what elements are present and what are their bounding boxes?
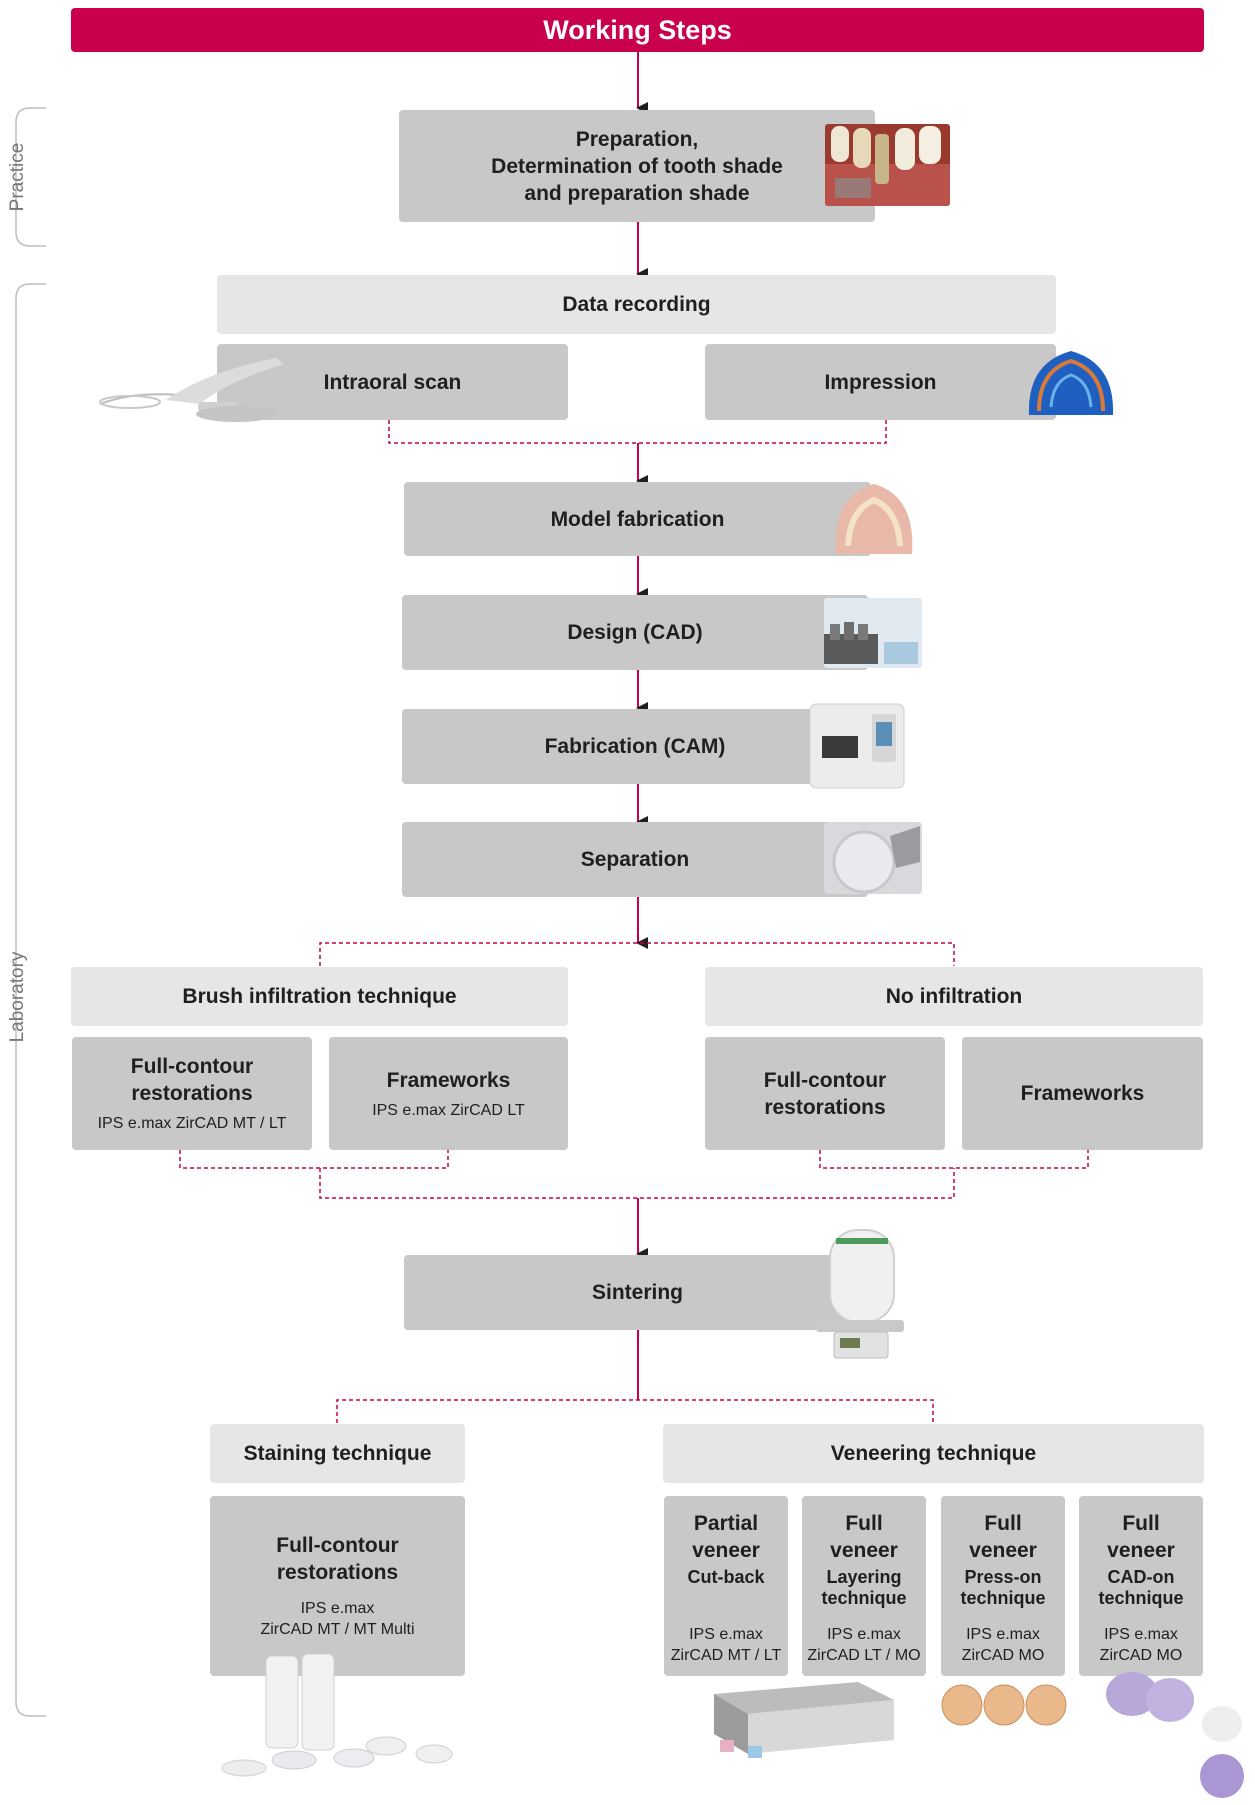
staining-material-line-1: IPS e.max	[300, 1600, 375, 1617]
none-full-contour: Full-contour restorations	[705, 1037, 945, 1150]
dashed-split-finishing	[336, 1399, 934, 1423]
separation-label: Separation	[580, 848, 690, 871]
page-title: Working Steps	[71, 8, 1204, 52]
veneering-technique-header: Veneering technique	[663, 1424, 1204, 1483]
veneer-option-method: technique	[821, 1588, 907, 1608]
fabrication-cam-label: Fabrication (CAM)	[544, 735, 726, 758]
brush-infiltration-label: Brush infiltration technique	[182, 985, 457, 1008]
step-separation: Separation	[402, 822, 868, 897]
veneer-option-material: ZirCAD MO	[961, 1647, 1045, 1664]
veneer-option-title: Full	[984, 1512, 1022, 1535]
veneer-option-material: ZirCAD LT / MO	[807, 1647, 921, 1664]
step-design-cad: Design (CAD)	[402, 595, 868, 670]
veneer-option-title: veneer	[969, 1539, 1037, 1562]
impression-label: Impression	[824, 370, 937, 394]
veneer-option-method: Cut-back	[687, 1567, 765, 1587]
veneer-option-title: Full	[845, 1512, 883, 1535]
preparation-line-2: Determination of tooth shade	[491, 154, 783, 178]
staining-material-line-2: ZirCAD MT / MT Multi	[260, 1621, 415, 1638]
separation-photo-icon	[824, 822, 922, 894]
data-recording-label: Data recording	[562, 293, 711, 316]
dashed-merge-data	[388, 420, 887, 444]
no-infiltration-label: No infiltration	[885, 985, 1023, 1008]
step-model-fabrication: Model fabrication	[404, 482, 871, 556]
staining-full-contour-line-1: Full-contour	[276, 1534, 399, 1557]
brush-full-contour-line-1: Full-contour	[130, 1055, 254, 1078]
dental-model-icon	[835, 484, 913, 554]
step-data-recording: Data recording	[217, 275, 1056, 334]
dashed-split-infiltration	[319, 942, 955, 966]
preparation-line-1: Preparation,	[575, 127, 699, 151]
milling-machine-icon	[809, 703, 905, 789]
dashed-merge-infiltration	[319, 1168, 955, 1199]
staining-full-contour: Full-contour restorations IPS e.max ZirC…	[210, 1496, 465, 1676]
veneer-option-material: IPS e.max	[1104, 1626, 1178, 1643]
staining-technique-label: Staining technique	[243, 1442, 432, 1465]
press-ingots-icon	[941, 1684, 1067, 1726]
design-cad-label: Design (CAD)	[567, 621, 703, 644]
brush-full-contour-line-2: restorations	[131, 1082, 253, 1105]
veneer-option-method: CAD-on	[1107, 1567, 1175, 1587]
intraoral-scanner-icon	[99, 358, 284, 422]
sintering-furnace-icon	[816, 1229, 904, 1359]
veneer-option-title: veneer	[1107, 1539, 1175, 1562]
step-intraoral-scan: Intraoral scan	[217, 344, 568, 420]
staining-technique-header: Staining technique	[210, 1424, 465, 1483]
veneer-option-title: Partial	[693, 1512, 759, 1535]
stain-jars-icon	[221, 1653, 453, 1777]
veneer-option-method: Press-on	[964, 1567, 1042, 1587]
sintering-label: Sintering	[591, 1281, 683, 1304]
step-sintering: Sintering	[404, 1255, 871, 1330]
veneering-technique-label: Veneering technique	[830, 1442, 1037, 1465]
veneer-option-material: ZirCAD MT / LT	[670, 1647, 782, 1664]
intraoral-scan-label: Intraoral scan	[323, 370, 462, 394]
none-frameworks: Frameworks	[962, 1037, 1203, 1150]
preparation-line-3: and preparation shade	[524, 181, 750, 205]
section-brackets	[15, 107, 46, 1717]
dashed-merge-none	[819, 1150, 1089, 1169]
none-frameworks-title: Frameworks	[1020, 1082, 1145, 1105]
veneer-option-method: technique	[1098, 1588, 1184, 1608]
none-full-contour-line-2: restorations	[764, 1095, 886, 1119]
no-infiltration-header: No infiltration	[705, 967, 1203, 1026]
model-fabrication-label: Model fabrication	[550, 507, 725, 531]
veneer-option-material: IPS e.max	[966, 1626, 1040, 1643]
step-impression: Impression	[705, 344, 1056, 420]
veneer-option-title: veneer	[692, 1539, 760, 1562]
veneer-option-method: Layering	[826, 1567, 902, 1587]
brush-full-contour: Full-contour restorations IPS e.max ZirC…	[72, 1037, 312, 1150]
veneer-option-title: veneer	[830, 1539, 898, 1562]
brush-frameworks-material: IPS e.max ZirCAD LT	[372, 1101, 525, 1119]
brush-infiltration-header: Brush infiltration technique	[71, 967, 568, 1026]
page-title-text: Working Steps	[543, 14, 732, 45]
step-preparation: Preparation, Determination of tooth shad…	[399, 110, 875, 222]
cad-screen-icon	[824, 598, 922, 668]
cad-on-crowns-icon	[1106, 1672, 1244, 1798]
step-fabrication-cam: Fabrication (CAM)	[402, 709, 868, 784]
brush-full-contour-material: IPS e.max ZirCAD MT / LT	[97, 1115, 287, 1132]
teeth-photo-icon	[825, 124, 950, 206]
none-full-contour-line-1: Full-contour	[763, 1068, 887, 1092]
veneer-option-material: IPS e.max	[689, 1626, 763, 1643]
veneer-tray-icon	[714, 1682, 894, 1758]
impression-scan-icon	[1028, 351, 1114, 415]
brush-frameworks: Frameworks IPS e.max ZirCAD LT	[329, 1037, 568, 1150]
brush-frameworks-title: Frameworks	[386, 1068, 511, 1092]
veneer-option-material: IPS e.max	[827, 1626, 901, 1643]
veneer-option-title: Full	[1122, 1512, 1160, 1535]
veneer-option-method: technique	[960, 1588, 1046, 1608]
veneer-option-material: ZirCAD MO	[1099, 1647, 1183, 1664]
dashed-merge-brush	[179, 1150, 449, 1169]
staining-full-contour-line-2: restorations	[276, 1561, 399, 1584]
